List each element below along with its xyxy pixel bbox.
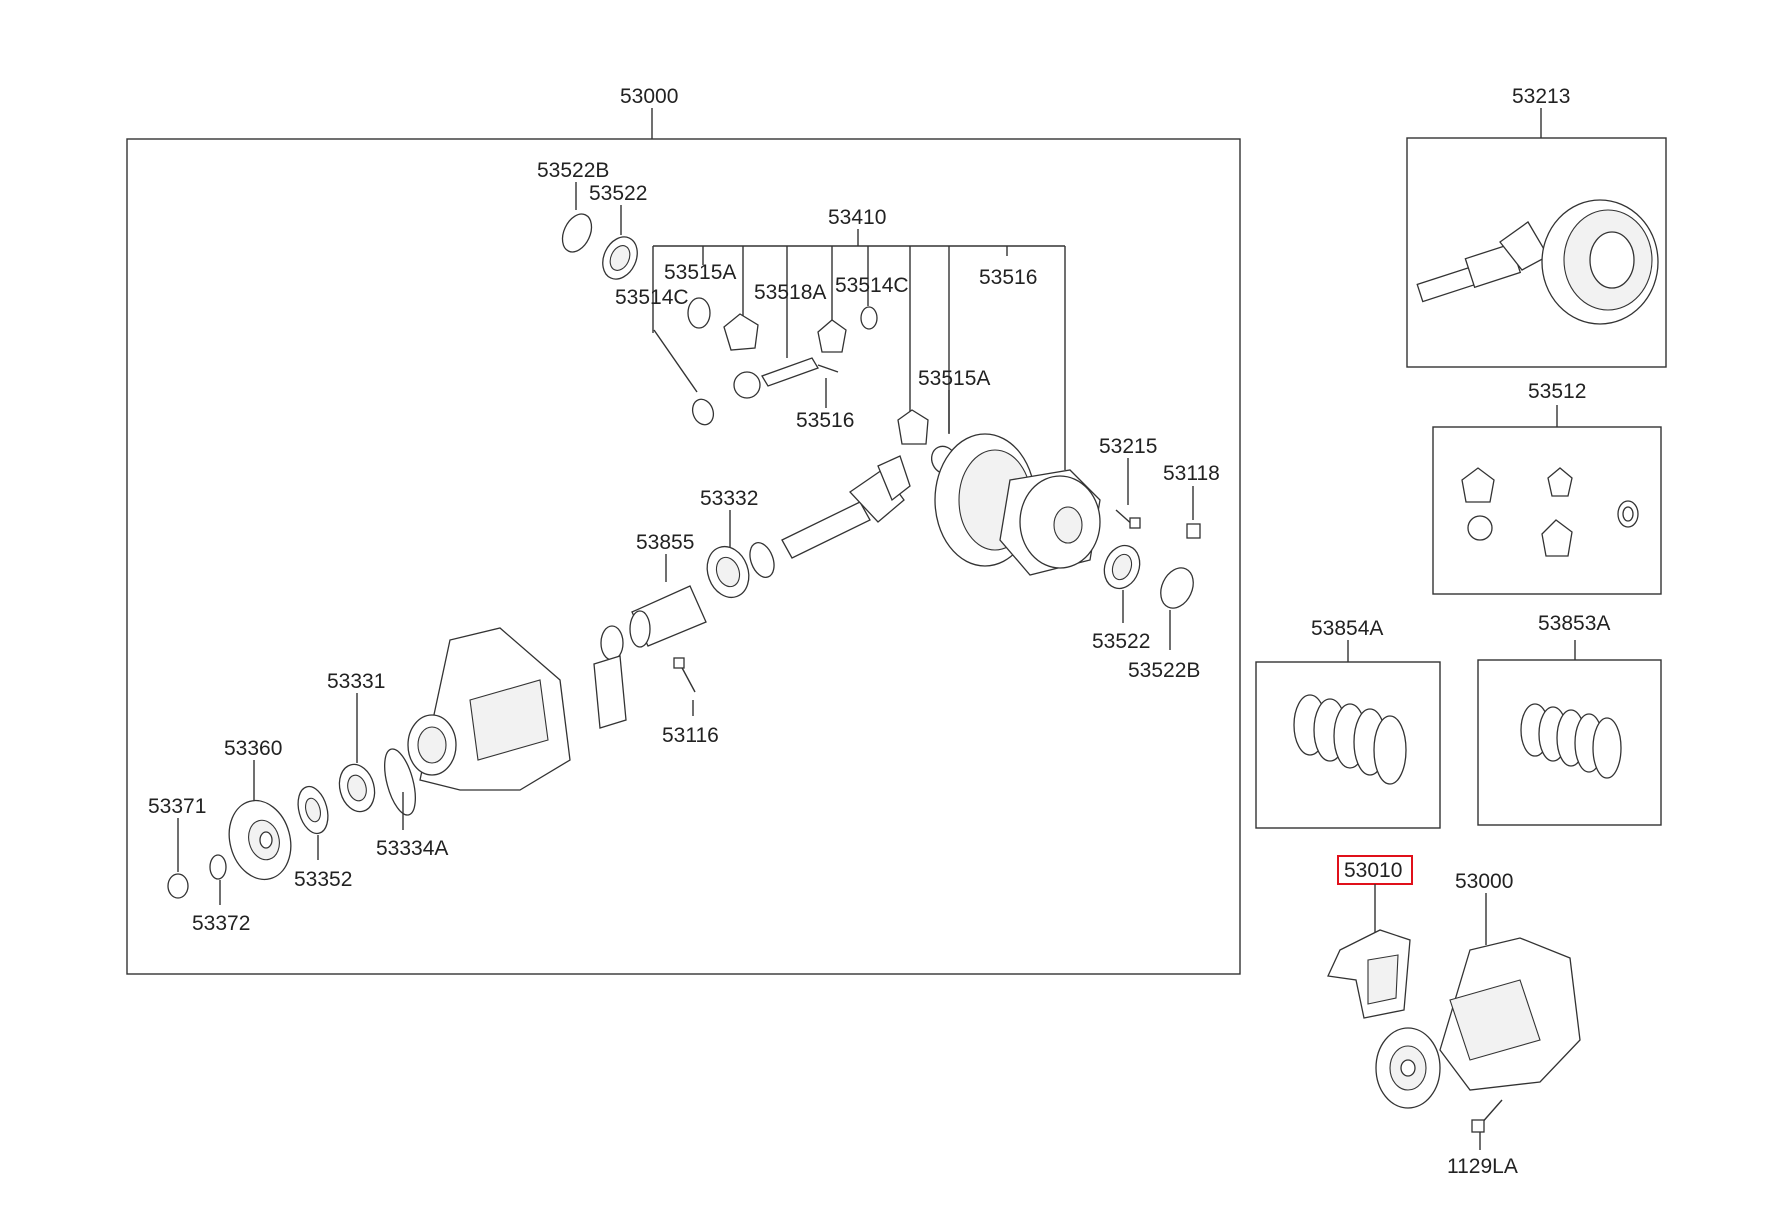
callout-53853A[interactable]: 53853A: [1538, 612, 1610, 635]
main-assembly-group: 53000: [126, 85, 1241, 975]
ring-pinion-set-group: 53213: [1406, 85, 1667, 368]
callout-53516-top[interactable]: 53516: [979, 266, 1037, 289]
washer-53372: [209, 854, 227, 880]
callout-53514C-left[interactable]: 53514C: [615, 286, 689, 309]
carrier-housing-drawing: [1375, 937, 1581, 1109]
bolt-53215-group: 53215: [1099, 435, 1157, 529]
main-assembly-frame: [126, 138, 1241, 975]
clip-53118: [1186, 523, 1201, 539]
callout-53512[interactable]: 53512: [1528, 380, 1586, 403]
bracket-53010-drawing: [1327, 929, 1411, 1019]
pinion-gear-right: [817, 319, 847, 353]
flange-seal-parts: 53331 53334A 53352 53360 53371 53372: [148, 670, 448, 935]
pinion-gear-drawing: [1416, 221, 1549, 303]
carrier-housing-main: [407, 627, 627, 791]
callout-53410[interactable]: 53410: [828, 206, 886, 229]
kit-gears-drawing: [1461, 467, 1639, 557]
lower-right-bearing-parts: 53522 53522B: [1092, 544, 1200, 682]
callout-53215[interactable]: 53215: [1099, 435, 1157, 458]
callout-53522-bottom[interactable]: 53522: [1092, 630, 1150, 653]
washer-53515A-top: [687, 297, 711, 329]
callout-53516-pin[interactable]: 53516: [796, 409, 854, 432]
callout-53213[interactable]: 53213: [1512, 85, 1570, 108]
ring-pinion-frame: [1406, 137, 1667, 368]
spider-gear-parts: 53515A 53514C 53518A 53514C 53516 53516 …: [615, 261, 1037, 475]
washer-53514C-left: [691, 398, 715, 426]
spring-group-53853A: 53853A: [1477, 612, 1662, 826]
case-assembly-53410-bracket: 53410: [652, 206, 1066, 470]
callout-53522B-bottom[interactable]: 53522B: [1128, 659, 1200, 682]
bolt-1129LA-drawing: [1471, 1099, 1503, 1133]
callout-53332[interactable]: 53332: [700, 487, 758, 510]
upper-bearing-parts: 53522B 53522: [537, 159, 647, 280]
shim-53522B-bottom: [1160, 567, 1194, 609]
washer-53514C-right: [860, 306, 878, 330]
callout-53360[interactable]: 53360: [224, 737, 282, 760]
clip-53118-group: 53118: [1163, 462, 1220, 539]
carrier-assembly-group: 53010 53000 1129LA: [1327, 855, 1581, 1178]
callout-53522-top[interactable]: 53522: [589, 182, 647, 205]
callout-53118[interactable]: 53118: [1163, 462, 1220, 485]
callout-53515A-mid[interactable]: 53515A: [918, 367, 990, 390]
callout-53522B-top[interactable]: 53522B: [537, 159, 609, 182]
gear-kit-frame: [1432, 426, 1662, 595]
shim-53334A: [384, 748, 416, 816]
cross-shaft-53518A: [761, 357, 819, 387]
callout-53116[interactable]: 53116: [662, 724, 719, 747]
pinion-gear-left: [723, 313, 759, 351]
callout-1129LA[interactable]: 1129LA: [1447, 1155, 1518, 1178]
shim-53522B-top: [561, 213, 593, 253]
differential-gear-kit-group: 53512: [1432, 380, 1662, 595]
callout-53371[interactable]: 53371: [148, 795, 206, 818]
nut-53371: [167, 873, 189, 899]
callout-53854A[interactable]: 53854A: [1311, 617, 1383, 640]
bolt-53116-group: 53116: [662, 657, 719, 747]
callout-53372[interactable]: 53372: [192, 912, 250, 935]
pinion-bearing-group: 53332: [700, 487, 775, 599]
callout-53515A-top[interactable]: 53515A: [664, 261, 736, 284]
ring-gear-drawing: [1541, 199, 1659, 325]
side-gear-right: [897, 409, 929, 445]
drive-pinion-drawing: [781, 455, 911, 559]
callout-53010[interactable]: 53010: [1344, 859, 1402, 882]
spring-group-53854A: 53854A: [1255, 617, 1441, 829]
callout-53334A[interactable]: 53334A: [376, 837, 448, 860]
callout-53855[interactable]: 53855: [636, 531, 694, 554]
callout-53000-main[interactable]: 53000: [620, 85, 678, 108]
callout-53518A[interactable]: 53518A: [754, 281, 826, 304]
differential-case-drawing: [934, 433, 1101, 576]
spacer-53855-group: 53855: [600, 531, 707, 661]
callout-53514C-right[interactable]: 53514C: [835, 274, 909, 297]
callout-53000-assy[interactable]: 53000: [1455, 870, 1513, 893]
callout-53352[interactable]: 53352: [294, 868, 352, 891]
callout-53331[interactable]: 53331: [327, 670, 385, 693]
bolt-53116: [673, 657, 685, 669]
spring-coils-53853A: [1520, 703, 1622, 779]
spring-frame-53853A: [1477, 659, 1662, 826]
spring-coils-53854A: [1293, 694, 1407, 785]
side-gear-left: [733, 371, 761, 399]
